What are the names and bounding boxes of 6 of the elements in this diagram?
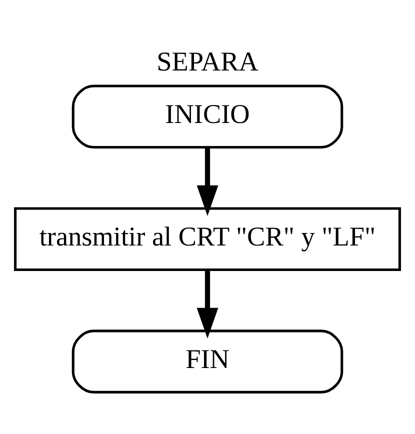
node-box: FIN — [72, 330, 344, 394]
arrow — [196, 148, 218, 216]
node-box: INICIO — [72, 84, 344, 149]
diagram-title: SEPARA — [156, 46, 258, 76]
node-box: transmitir al CRT "CR" y "LF" — [14, 207, 401, 271]
arrow — [196, 270, 218, 339]
